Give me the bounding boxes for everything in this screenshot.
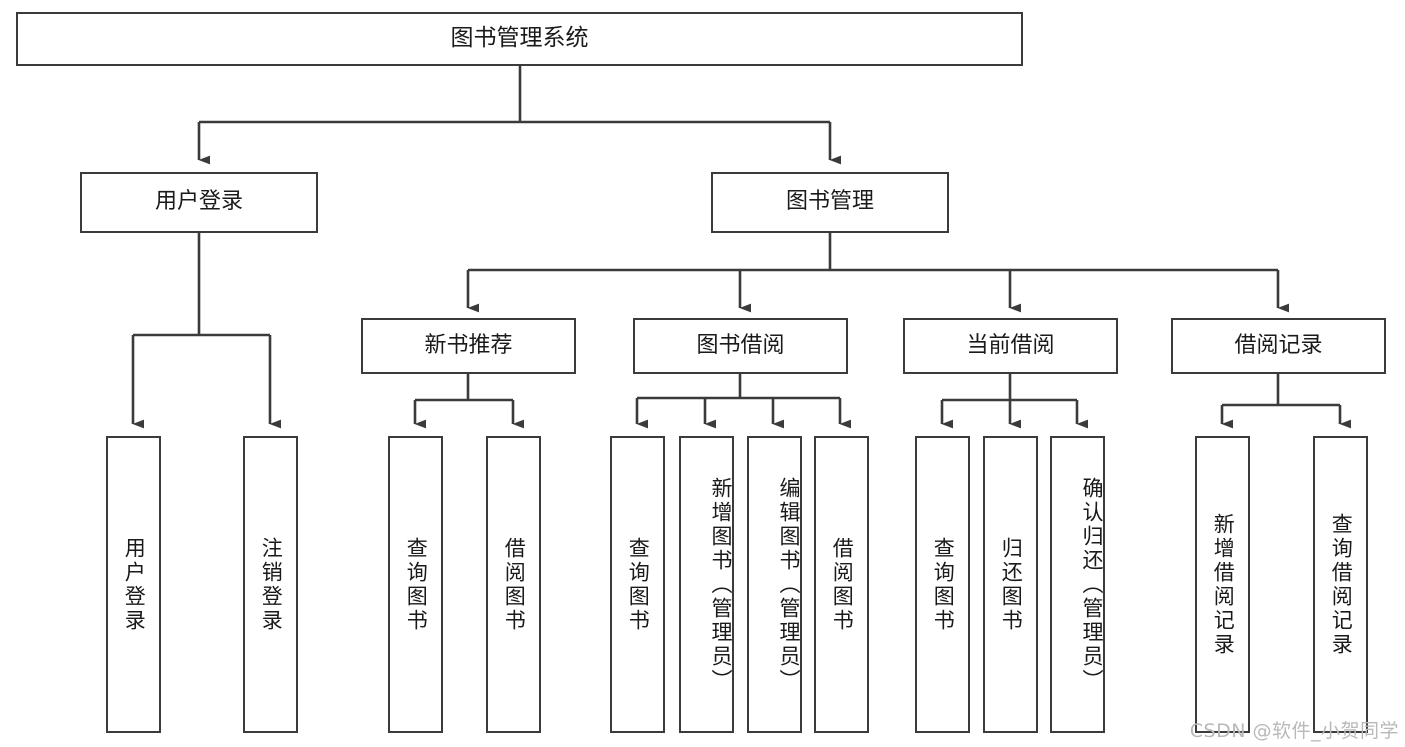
leaf-current-query-book[interactable]: 查询图书 bbox=[915, 436, 970, 733]
node-root[interactable]: 图书管理系统 bbox=[16, 12, 1023, 66]
leaf-record-add-borrow-record[interactable]: 新增借阅记录 bbox=[1195, 436, 1250, 733]
leaf-borrow-add-book-admin[interactable]: 新增图书（管理员） bbox=[679, 436, 734, 733]
node-new-book-recommend[interactable]: 新书推荐 bbox=[361, 318, 576, 374]
leaf-borrow-query-book[interactable]: 查询图书 bbox=[610, 436, 665, 733]
leaf-record-query-borrow-record[interactable]: 查询借阅记录 bbox=[1313, 436, 1368, 733]
leaf-recommend-borrow-book[interactable]: 借阅图书 bbox=[486, 436, 541, 733]
csdn-watermark: CSDN @软件_小贺同学 bbox=[1189, 720, 1399, 742]
leaf-current-return-book[interactable]: 归还图书 bbox=[983, 436, 1038, 733]
leaf-user-logout[interactable]: 注销登录 bbox=[243, 436, 298, 733]
node-user-login[interactable]: 用户登录 bbox=[80, 172, 318, 233]
leaf-current-confirm-return-admin[interactable]: 确认归还（管理员） bbox=[1050, 436, 1105, 733]
leaf-borrow-edit-book-admin[interactable]: 编辑图书（管理员） bbox=[747, 436, 802, 733]
leaf-borrow-do-borrow[interactable]: 借阅图书 bbox=[814, 436, 869, 733]
node-borrow-record[interactable]: 借阅记录 bbox=[1171, 318, 1386, 374]
leaf-recommend-query-book[interactable]: 查询图书 bbox=[388, 436, 443, 733]
node-book-manage[interactable]: 图书管理 bbox=[711, 172, 949, 233]
leaf-user-login[interactable]: 用户登录 bbox=[106, 436, 161, 733]
node-book-borrow[interactable]: 图书借阅 bbox=[633, 318, 848, 374]
node-current-borrow[interactable]: 当前借阅 bbox=[903, 318, 1118, 374]
